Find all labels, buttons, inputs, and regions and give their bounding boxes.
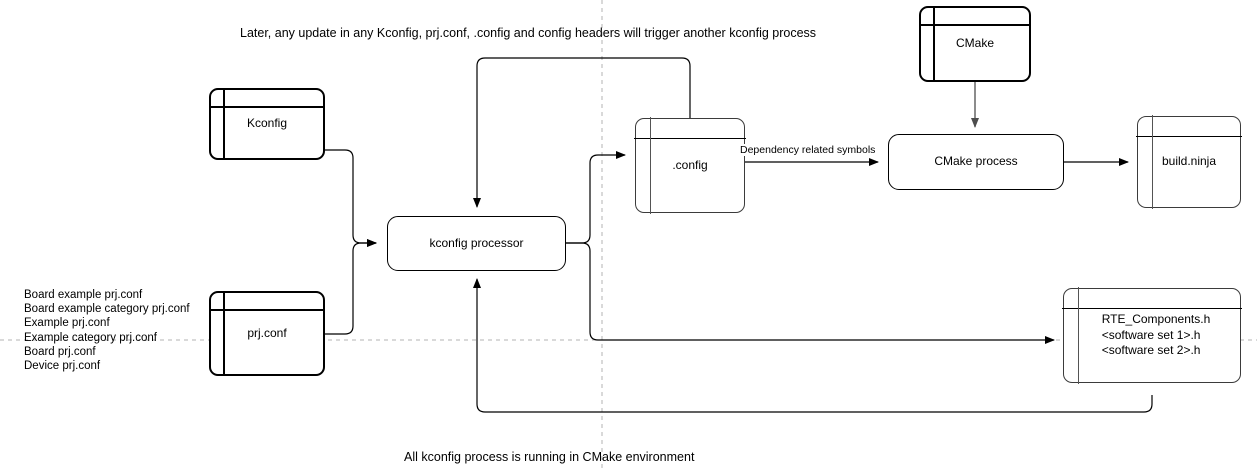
node-rte-components[interactable]: RTE_Components.h <software set 1>.h <sof… — [1062, 287, 1242, 384]
node-kconfig-label: Kconfig — [246, 116, 288, 131]
edge-rte-feedback-to-processor — [473, 278, 1153, 413]
file-list-item: Device prj.conf — [24, 360, 101, 373]
node-prj-conf[interactable]: prj.conf — [208, 290, 326, 377]
node-prj-conf-label: prj.conf — [247, 325, 287, 340]
document-top-rule-icon — [634, 138, 746, 139]
node-dot-config[interactable]: .config — [634, 117, 746, 214]
edge-processor-to-dotconfig — [566, 151, 626, 244]
document-top-rule-icon — [208, 106, 326, 108]
document-spine-icon — [1078, 287, 1079, 384]
node-build-ninja[interactable]: build.ninja — [1136, 115, 1242, 209]
file-list-item: Board example prj.conf — [24, 289, 143, 301]
note-top: Later, any update in any Kconfig, prj.co… — [240, 26, 817, 40]
note-bottom: All kconfig process is running in CMake … — [404, 450, 695, 464]
edge-processor-to-rte — [566, 242, 1055, 344]
edge-prjconf-to-processor — [325, 239, 377, 335]
document-spine-icon — [933, 5, 935, 83]
node-kconfig[interactable]: Kconfig — [208, 87, 326, 161]
edge-kconfig-to-processor — [325, 149, 377, 247]
file-list-item: Board example category prj.conf — [24, 303, 190, 316]
edge-label-dependency-related-symbols: Dependency related symbols — [739, 144, 877, 156]
file-list-item: Board prj.conf — [24, 345, 96, 358]
node-rte-components-label: RTE_Components.h <software set 1>.h <sof… — [1101, 312, 1211, 358]
node-kconfig-processor-label: kconfig processor — [429, 235, 524, 250]
document-spine-icon — [223, 290, 225, 377]
node-dot-config-label: .config — [672, 157, 708, 172]
edge-dotconfig-feedback-to-processor — [473, 57, 691, 208]
document-top-rule-icon — [208, 309, 326, 311]
document-spine-icon — [223, 87, 225, 161]
document-spine-icon — [650, 117, 651, 214]
node-cmake-label: CMake — [955, 36, 994, 51]
node-cmake[interactable]: CMake — [918, 5, 1032, 83]
document-top-rule-icon — [1062, 308, 1242, 309]
node-kconfig-processor[interactable]: kconfig processor — [387, 216, 566, 271]
node-build-ninja-label: build.ninja — [1161, 154, 1217, 169]
file-list-item: Example category prj.conf — [24, 331, 157, 344]
prj-conf-file-list: Board example prj.conf Board example cat… — [24, 288, 190, 373]
node-cmake-process-label: CMake process — [934, 154, 1018, 169]
document-top-rule-icon — [1136, 136, 1242, 137]
document-spine-icon — [1152, 115, 1153, 209]
file-list-item: Example prj.conf — [24, 317, 110, 330]
document-top-rule-icon — [918, 24, 1032, 26]
node-cmake-process[interactable]: CMake process — [888, 134, 1064, 190]
